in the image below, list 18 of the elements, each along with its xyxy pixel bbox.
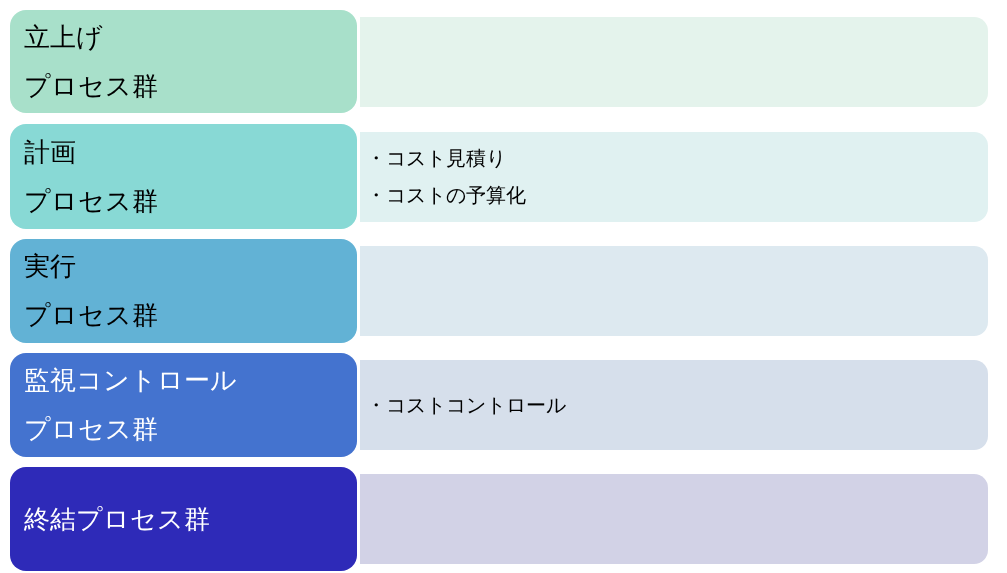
process-group-box bbox=[10, 467, 357, 571]
group-title: 実行プロセス群 bbox=[24, 250, 158, 332]
process-group-box bbox=[10, 10, 357, 113]
process-group-box bbox=[10, 124, 357, 229]
list-item: ・コストコントロール bbox=[366, 391, 566, 419]
list-item: ・コストの予算化 bbox=[366, 182, 526, 209]
empty-panel bbox=[360, 474, 988, 564]
process-group-box bbox=[10, 239, 357, 343]
empty-panel bbox=[360, 17, 988, 107]
empty-panel bbox=[360, 246, 988, 336]
process-group-box bbox=[10, 353, 357, 457]
group-title: 終結プロセス群 bbox=[24, 502, 210, 536]
group-title: 計画プロセス群 bbox=[24, 135, 158, 218]
group-title: 立上げプロセス群 bbox=[24, 20, 158, 103]
list-item: ・コスト見積り bbox=[366, 145, 506, 172]
process-list-panel bbox=[360, 360, 988, 450]
process-list-panel bbox=[360, 132, 988, 222]
group-title: 監視コントロールプロセス群 bbox=[24, 364, 237, 446]
